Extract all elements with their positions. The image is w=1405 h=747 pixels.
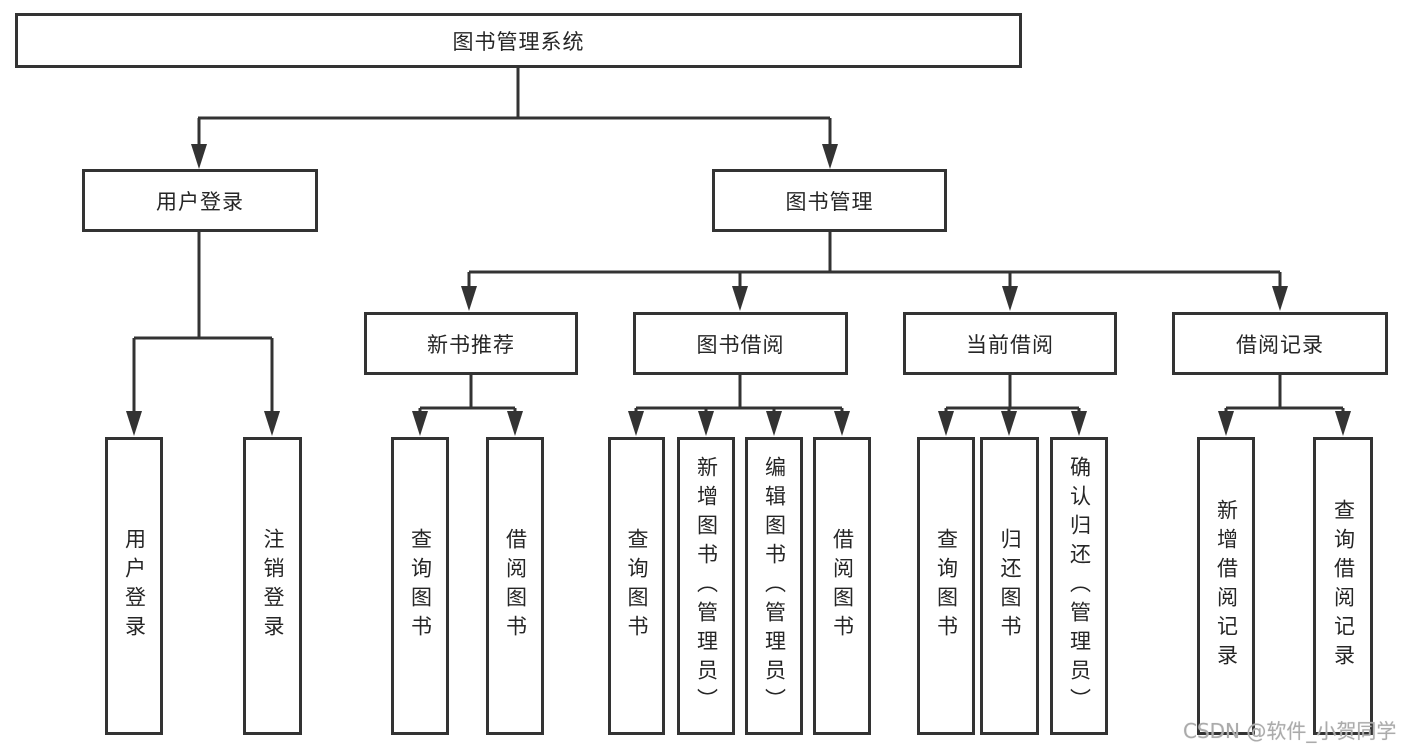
node-label: 新书推荐: [427, 332, 515, 357]
arrowheads: [126, 144, 1351, 436]
node-borrow-records: 借阅记录: [1172, 312, 1388, 375]
node-label: 当前借阅: [966, 332, 1054, 357]
leaf-label: 新增图书（管理员）: [694, 455, 719, 717]
leaf-add-books-admin: 新增图书（管理员）: [677, 437, 735, 735]
node-book-management: 图书管理: [712, 169, 947, 232]
leaf-add-borrow-record: 新增借阅记录: [1197, 437, 1255, 735]
leaf-label: 借阅图书: [830, 528, 855, 644]
leaf-query-books-current: 查询图书: [917, 437, 975, 735]
leaf-label: 注销登录: [261, 528, 285, 644]
leaf-label: 确认归还（管理员）: [1067, 455, 1092, 717]
node-root-library-system: 图书管理系统: [15, 13, 1022, 68]
leaf-query-books-recommend: 查询图书: [391, 437, 449, 735]
leaf-edit-books-admin: 编辑图书（管理员）: [745, 437, 803, 735]
leaf-user-login: 用户登录: [105, 437, 163, 735]
leaf-borrow-books-recommend: 借阅图书: [486, 437, 544, 735]
leaf-label: 用户登录: [122, 528, 147, 644]
node-user-login: 用户登录: [82, 169, 318, 232]
leaf-label: 编辑图书（管理员）: [762, 455, 787, 717]
leaf-return-books: 归还图书: [980, 437, 1039, 735]
node-book-borrow: 图书借阅: [633, 312, 848, 375]
watermark: CSDN @软件_小贺同学: [1183, 719, 1397, 743]
leaf-label: 查询借阅记录: [1331, 499, 1356, 673]
node-label: 图书管理: [785, 189, 874, 214]
node-new-book-recommend: 新书推荐: [364, 312, 578, 375]
node-label: 用户登录: [156, 189, 244, 214]
node-current-borrow: 当前借阅: [903, 312, 1117, 375]
leaf-label: 查询图书: [408, 528, 433, 644]
node-label: 图书管理系统: [452, 29, 585, 54]
leaf-confirm-return-admin: 确认归还（管理员）: [1050, 437, 1108, 735]
node-label: 图书借阅: [696, 332, 785, 357]
leaf-label: 归还图书: [998, 528, 1022, 644]
node-label: 借阅记录: [1236, 332, 1324, 357]
leaf-label: 查询图书: [934, 528, 959, 644]
leaf-query-borrow-record: 查询借阅记录: [1313, 437, 1373, 735]
leaf-query-books-borrow: 查询图书: [608, 437, 665, 735]
leaf-borrow-books: 借阅图书: [813, 437, 871, 735]
leaf-label: 借阅图书: [503, 528, 528, 644]
leaf-logout: 注销登录: [243, 437, 302, 735]
leaf-label: 新增借阅记录: [1214, 499, 1239, 673]
leaf-label: 查询图书: [625, 528, 649, 644]
